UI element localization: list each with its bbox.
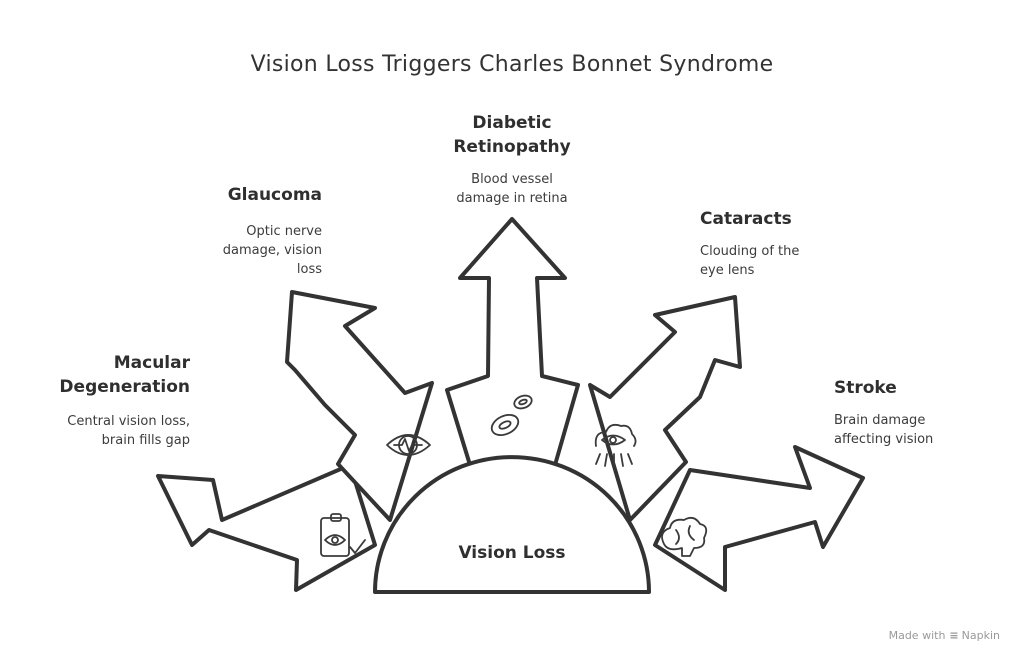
brand-text: Napkin [961,629,1000,642]
cause-desc-glaucoma: Optic nerve damage, vision loss [222,224,322,277]
brain-icon [661,516,708,557]
diagram-title: Vision Loss Triggers Charles Bonnet Synd… [250,52,774,77]
blood-cells-icon [490,394,533,436]
vision-loss-hub [373,455,651,594]
cause-desc-cataracts: Clouding of the eye lens [700,244,800,278]
arrow-cataracts [588,295,742,522]
made-with-napkin-footer: Made with≡Napkin [889,629,1000,642]
vision-loss-label: Vision Loss [458,543,566,563]
cause-desc-diabetic-retinopathy: Blood vessel damage in retina [456,172,568,206]
cause-desc-macular-degeneration: Central vision loss, brain fills gap [67,414,190,448]
arrow-glaucoma [285,290,434,522]
arrow-stroke [653,445,865,592]
cause-title-diabetic-retinopathy: Diabetic Retinopathy [453,113,571,157]
eye-pulse-icon [386,434,431,456]
arrow-diabetic-retinopathy [445,217,580,467]
cause-title-stroke: Stroke [834,378,897,398]
cause-title-cataracts: Cataracts [700,209,792,229]
cause-desc-stroke: Brain damage affecting vision [834,413,934,447]
cloudy-eye-icon [594,423,637,468]
napkin-logo-icon: ≡ [949,629,959,642]
cause-title-macular-degeneration: Macular Degeneration [59,353,190,397]
clipboard-eye-icon [320,513,366,557]
cause-title-glaucoma: Glaucoma [227,185,322,205]
made-with-text: Made with [888,629,946,642]
arrow-macular-degeneration [156,463,377,592]
